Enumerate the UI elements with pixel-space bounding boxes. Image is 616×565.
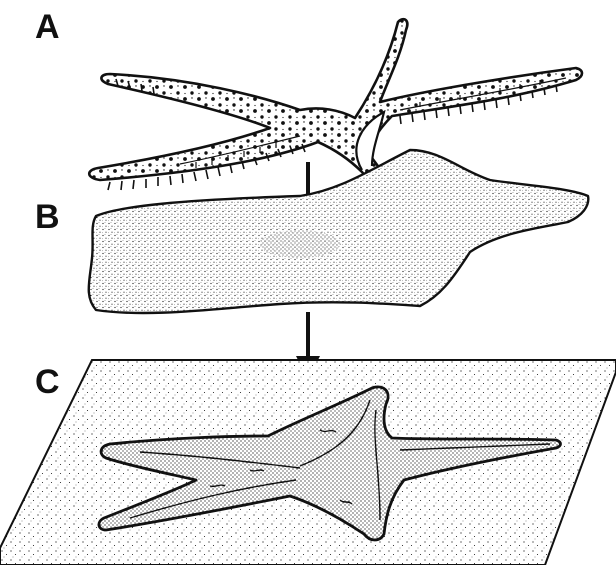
- sediment-impression: [260, 230, 340, 258]
- starfish-specimen: [89, 19, 582, 190]
